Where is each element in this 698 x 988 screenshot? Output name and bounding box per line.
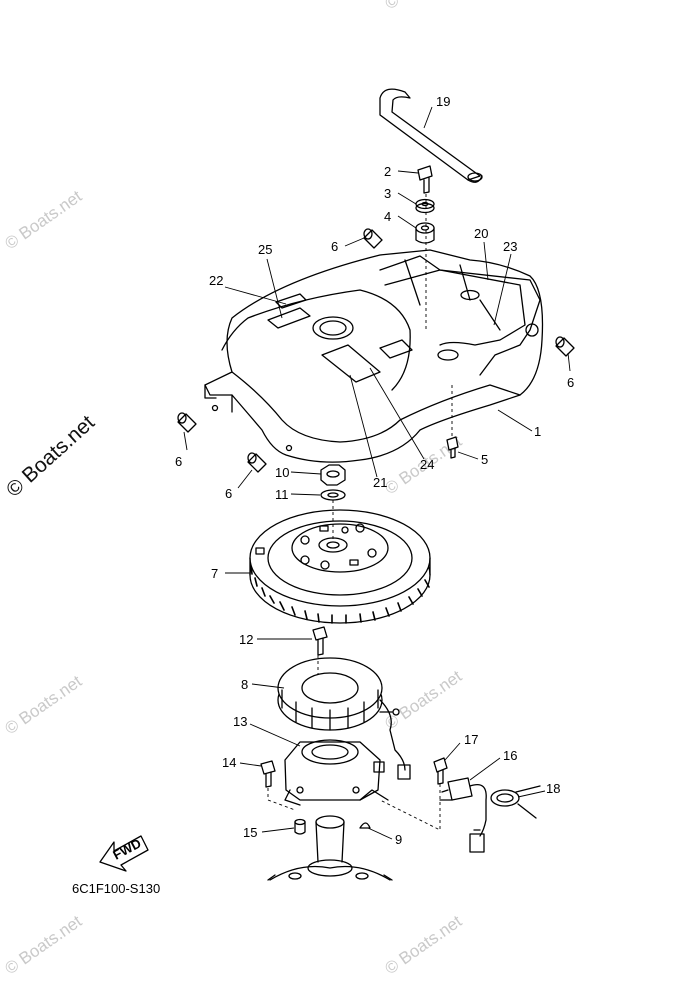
decal-part-22 <box>275 293 307 309</box>
fwd-arrow-icon <box>99 835 149 872</box>
callout-13: 13 <box>233 714 247 729</box>
crankshaft-end <box>267 815 393 881</box>
ignition-coil-part-16 <box>439 777 487 853</box>
washer-part-3 <box>415 198 435 214</box>
bolt-part-12 <box>312 626 328 656</box>
decal-part-21 <box>321 344 381 383</box>
grommet-part-6 <box>177 412 197 433</box>
grommet-part-6 <box>363 228 383 249</box>
bolt-part-5 <box>446 436 459 459</box>
callout-2: 2 <box>384 164 391 179</box>
grommet-part-4 <box>415 222 435 244</box>
bolt-part-17 <box>433 757 448 785</box>
callout-6: 6 <box>331 239 338 254</box>
callout-15: 15 <box>243 825 257 840</box>
callout-6: 6 <box>175 454 182 469</box>
washer-part-11 <box>320 489 346 501</box>
callout-11: 11 <box>275 487 289 502</box>
callout-7: 7 <box>211 566 218 581</box>
callout-16: 16 <box>503 748 517 763</box>
bolt-part-2 <box>417 165 433 194</box>
callout-22: 22 <box>209 273 223 288</box>
callout-12: 12 <box>239 632 253 647</box>
flywheel-part-7 <box>249 509 431 624</box>
callout-19: 19 <box>436 94 450 109</box>
nut-part-10 <box>320 464 346 486</box>
watermark: © Boats.net <box>1 671 85 738</box>
callout-9: 9 <box>395 832 402 847</box>
hose-part-19 <box>379 88 483 183</box>
callout-5: 5 <box>481 452 488 467</box>
callout-21: 21 <box>373 475 387 490</box>
watermark: © Boats.net <box>381 0 465 13</box>
grommet-part-6 <box>555 336 575 357</box>
diagram-code: 6C1F100-S130 <box>72 881 160 896</box>
flywheel-cover-part-1 <box>204 249 544 463</box>
key-part-9 <box>359 822 371 829</box>
stator-base-part-13 <box>284 739 389 806</box>
callout-20: 20 <box>474 226 488 241</box>
callout-4: 4 <box>384 209 391 224</box>
leader-lines <box>183 106 571 840</box>
callout-3: 3 <box>384 186 391 201</box>
callout-25: 25 <box>258 242 272 257</box>
callout-8: 8 <box>241 677 248 692</box>
callout-10: 10 <box>275 465 289 480</box>
callout-17: 17 <box>464 732 478 747</box>
grommet-part-6 <box>247 452 267 473</box>
watermark-large: © Boats.net <box>2 411 99 502</box>
watermark: © Boats.net <box>381 911 465 978</box>
watermark: © Boats.net <box>381 666 465 733</box>
bolt-part-14 <box>260 760 276 788</box>
decal-part-25 <box>267 307 311 329</box>
watermark: © Boats.net <box>1 911 85 978</box>
callout-1: 1 <box>534 424 541 439</box>
callout-24: 24 <box>420 457 434 472</box>
dowel-part-15 <box>294 818 306 835</box>
callout-14: 14 <box>222 755 236 770</box>
watermark: © Boats.net <box>1 186 85 253</box>
callout-6: 6 <box>567 375 574 390</box>
callout-6: 6 <box>225 486 232 501</box>
clamp-part-18 <box>490 785 541 819</box>
stator-part-8 <box>277 657 411 780</box>
callout-18: 18 <box>546 781 560 796</box>
assembly-lines <box>267 194 453 831</box>
callout-23: 23 <box>503 239 517 254</box>
